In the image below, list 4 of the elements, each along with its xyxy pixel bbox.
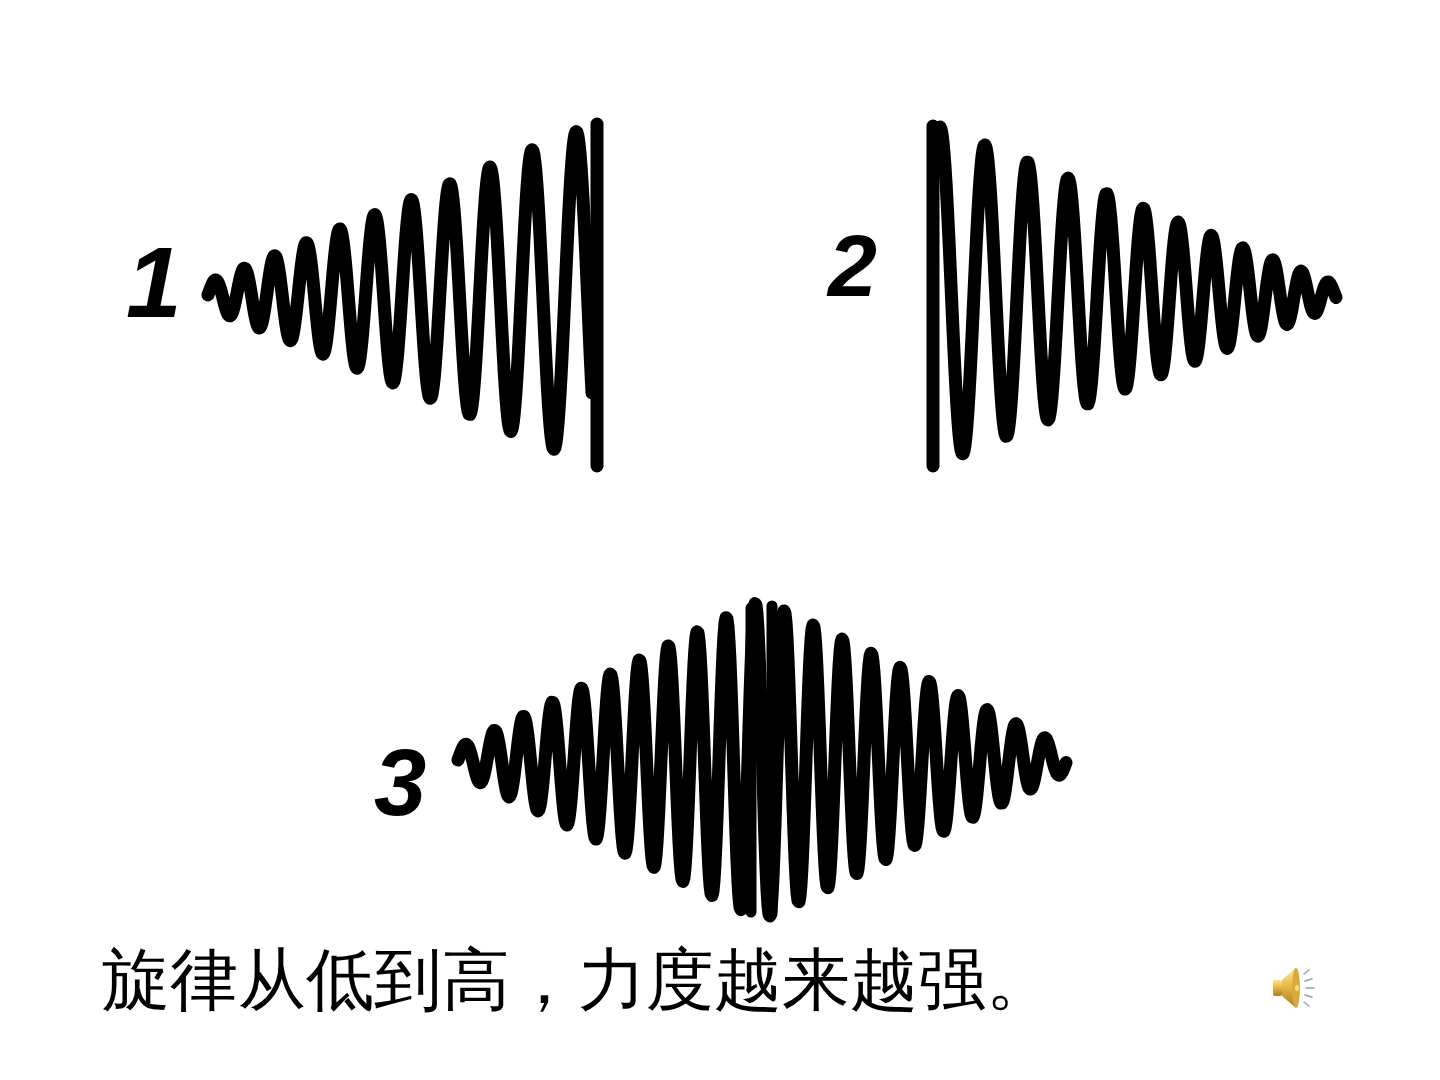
callout-number: 3: [374, 736, 425, 830]
callout-number: 1: [126, 232, 180, 332]
callout-number: 2: [828, 222, 875, 310]
caption: 旋律从低到高，力度越来越强。: [102, 946, 1054, 1014]
